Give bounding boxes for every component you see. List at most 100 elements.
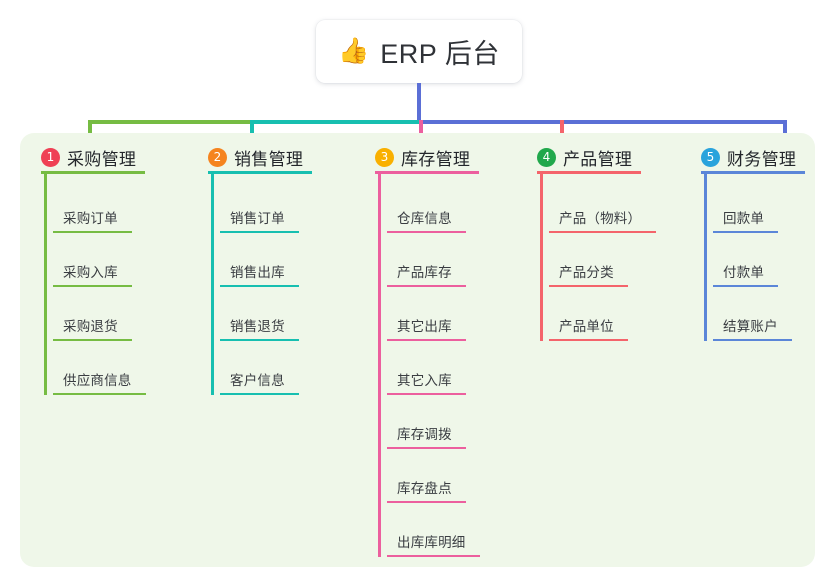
leaf-item-rule: [387, 231, 466, 233]
column-title-inventory: 库存管理: [401, 150, 471, 169]
leaf-item[interactable]: 销售订单: [220, 199, 299, 233]
leaf-item-rule: [53, 393, 146, 395]
column-badge-product: 4: [537, 148, 556, 167]
leaf-item-rule: [387, 555, 480, 557]
column-badge-finance: 5: [701, 148, 720, 167]
connector-segment-product: [560, 120, 724, 124]
column-rule-product: [537, 171, 641, 174]
leaf-item[interactable]: 产品库存: [387, 253, 466, 287]
thumbs-up-icon: 👍: [338, 37, 370, 65]
connector-drop-inventory: [419, 120, 423, 145]
leaf-item[interactable]: 产品单位: [549, 307, 628, 341]
leaf-item-rule: [220, 285, 299, 287]
column-header-sales[interactable]: 2 销售管理: [208, 145, 303, 170]
leaf-item-label: 库存盘点: [397, 481, 452, 496]
connector-root-stem: [417, 83, 421, 124]
leaf-item-label: 库存调拨: [397, 427, 452, 442]
leaf-item-label: 仓库信息: [397, 211, 452, 226]
column-spine-finance: [704, 173, 707, 341]
column-title-product: 产品管理: [563, 150, 633, 169]
leaf-item-label: 销售出库: [230, 265, 285, 280]
leaf-item-rule: [549, 231, 657, 233]
leaf-item[interactable]: 出库库明细: [387, 523, 480, 557]
leaf-item-rule: [53, 285, 132, 287]
connector-segment-purchase: [88, 120, 250, 124]
leaf-item[interactable]: 付款单: [713, 253, 778, 287]
leaf-item[interactable]: 库存盘点: [387, 469, 466, 503]
leaf-item[interactable]: 销售退货: [220, 307, 299, 341]
leaf-item-label: 其它入库: [397, 373, 452, 388]
leaf-item-label: 付款单: [723, 265, 765, 280]
leaf-item-label: 其它出库: [397, 319, 452, 334]
leaf-item-label: 产品（物料）: [559, 211, 642, 226]
connector-segment-finance: [724, 120, 783, 124]
column-badge-inventory: 3: [375, 148, 394, 167]
column-spine-product: [540, 173, 543, 341]
connector-segment-inventory: [419, 120, 560, 124]
leaf-item-label: 采购退货: [63, 319, 118, 334]
leaf-item-rule: [387, 447, 466, 449]
column-rule-finance: [701, 171, 805, 174]
root-node[interactable]: 👍 ERP 后台: [316, 20, 522, 83]
column-badge-sales: 2: [208, 148, 227, 167]
column-header-product[interactable]: 4 产品管理: [537, 145, 632, 170]
leaf-item[interactable]: 仓库信息: [387, 199, 466, 233]
leaf-item-rule: [387, 393, 466, 395]
leaf-item-label: 产品单位: [559, 319, 614, 334]
column-rule-sales: [208, 171, 312, 174]
leaf-item-rule: [387, 501, 466, 503]
column-rule-purchase: [41, 171, 145, 174]
leaf-item-label: 供应商信息: [63, 373, 132, 388]
leaf-item-rule: [220, 393, 299, 395]
leaf-item[interactable]: 采购退货: [53, 307, 132, 341]
column-spine-sales: [211, 173, 214, 395]
leaf-item-rule: [713, 231, 778, 233]
leaf-item-label: 回款单: [723, 211, 765, 226]
column-title-purchase: 采购管理: [67, 150, 137, 169]
leaf-item[interactable]: 其它出库: [387, 307, 466, 341]
column-badge-purchase: 1: [41, 148, 60, 167]
leaf-item[interactable]: 采购入库: [53, 253, 132, 287]
leaf-item-label: 客户信息: [230, 373, 285, 388]
column-rule-inventory: [375, 171, 479, 174]
leaf-item-label: 结算账户: [723, 319, 778, 334]
leaf-item[interactable]: 其它入库: [387, 361, 466, 395]
leaf-item-rule: [713, 285, 778, 287]
leaf-item[interactable]: 结算账户: [713, 307, 792, 341]
connector-drop-product: [560, 120, 564, 145]
leaf-item-rule: [220, 339, 299, 341]
leaf-item[interactable]: 回款单: [713, 199, 778, 233]
leaf-item-rule: [220, 231, 299, 233]
leaf-item[interactable]: 产品分类: [549, 253, 628, 287]
column-header-finance[interactable]: 5 财务管理: [701, 145, 796, 170]
leaf-item-rule: [53, 339, 132, 341]
leaf-item[interactable]: 库存调拨: [387, 415, 466, 449]
leaf-item-rule: [549, 339, 628, 341]
leaf-item-rule: [387, 285, 466, 287]
leaf-item-label: 销售退货: [230, 319, 285, 334]
leaf-item-rule: [713, 339, 792, 341]
leaf-item[interactable]: 客户信息: [220, 361, 299, 395]
leaf-item[interactable]: 供应商信息: [53, 361, 146, 395]
leaf-item-label: 出库库明细: [397, 535, 466, 550]
leaf-item-label: 产品分类: [559, 265, 614, 280]
leaf-item[interactable]: 采购订单: [53, 199, 132, 233]
connector-drop-sales: [250, 120, 254, 145]
leaf-item-label: 销售订单: [230, 211, 285, 226]
branch-panel: 1 采购管理采购订单采购入库采购退货供应商信息 2 销售管理销售订单销售出库销售退货客…: [20, 133, 815, 567]
leaf-item-rule: [53, 231, 132, 233]
column-header-purchase[interactable]: 1 采购管理: [41, 145, 136, 170]
column-title-sales: 销售管理: [234, 150, 304, 169]
root-node-content: 👍 ERP 后台: [338, 32, 500, 71]
leaf-item-label: 采购入库: [63, 265, 118, 280]
leaf-item-rule: [387, 339, 466, 341]
column-title-finance: 财务管理: [727, 150, 797, 169]
leaf-item-label: 采购订单: [63, 211, 118, 226]
leaf-item-label: 产品库存: [397, 265, 452, 280]
column-header-inventory[interactable]: 3 库存管理: [375, 145, 470, 170]
leaf-item[interactable]: 销售出库: [220, 253, 299, 287]
leaf-item[interactable]: 产品（物料）: [549, 199, 657, 233]
leaf-item-rule: [549, 285, 628, 287]
connector-segment-sales: [250, 120, 419, 124]
